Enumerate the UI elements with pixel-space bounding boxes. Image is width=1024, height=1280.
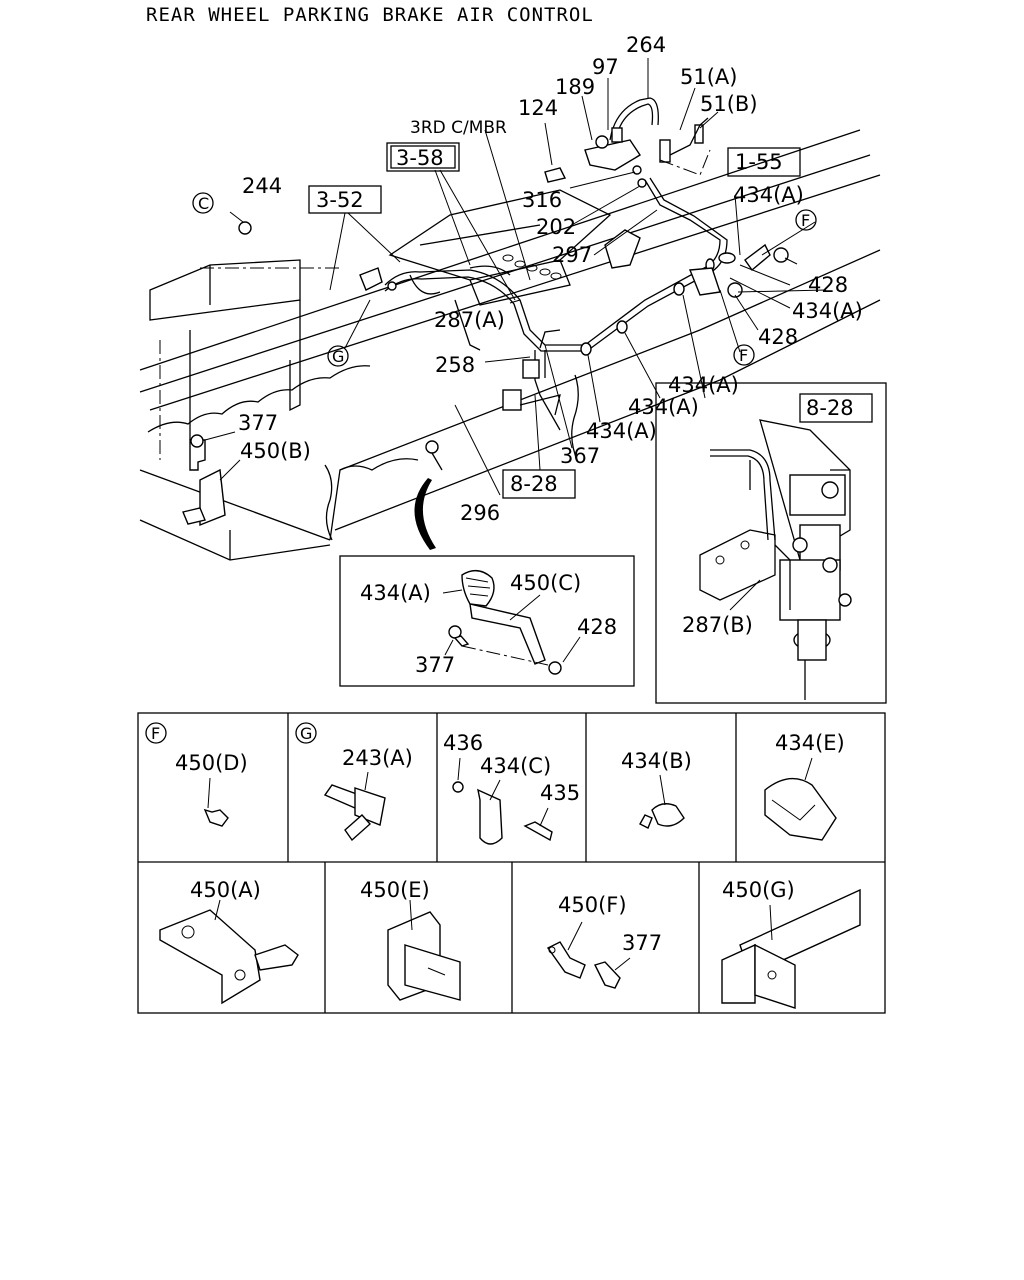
label-3rd-cmbr: 3RD C/MBR (410, 118, 507, 138)
cell-c-label-434c: 434(C) (480, 754, 551, 778)
cell-a450-label: 450(A) (190, 878, 261, 902)
cell-c-label-435: 435 (540, 781, 580, 805)
label-287a: 287(A) (434, 308, 505, 332)
cell-450a: 450(A) (159, 878, 299, 1005)
label-434a-5: 434(A) (586, 419, 657, 443)
cell-f450-label-377: 377 (622, 931, 662, 955)
cell-g450-label: 450(G) (722, 878, 795, 902)
circle-c: C (198, 194, 209, 213)
cell-f-circle: F (151, 724, 160, 743)
leader-lines (204, 58, 827, 496)
label-316: 316 (522, 188, 562, 212)
circle-f-1: F (801, 211, 810, 230)
detail-arrow (414, 478, 436, 550)
cell-g-label: 243(A) (342, 746, 413, 770)
parts-grid (137, 712, 886, 1014)
cell-g-circle: G (300, 724, 312, 743)
inset-label-450c: 450(C) (510, 571, 581, 595)
cell-450e: 450(E) (360, 878, 461, 1001)
cell-e450-label: 450(E) (360, 878, 430, 902)
inset-label-377: 377 (415, 653, 455, 677)
label-367: 367 (560, 444, 600, 468)
label-434a-2: 434(A) (792, 299, 863, 323)
cell-450g: 450(G) (721, 878, 861, 1009)
label-264: 264 (626, 33, 666, 57)
ref-1-55: 1-55 (735, 150, 783, 174)
ref-3-52: 3-52 (316, 188, 364, 212)
cell-243a: G 243(A) (295, 722, 413, 842)
valve-detail-inset: 8-28 287(B) (655, 382, 887, 704)
inset-label-287b: 287(B) (682, 613, 753, 637)
ref-3-58: 3-58 (396, 146, 444, 170)
cell-e-label: 434(E) (775, 731, 845, 755)
cell-b-label: 434(B) (621, 749, 692, 773)
circle-refs: C G F F (192, 192, 817, 367)
label-434a-3: 434(A) (668, 373, 739, 397)
relay-valve-assembly (182, 117, 789, 527)
circle-f-2: F (739, 346, 748, 365)
label-297: 297 (552, 243, 592, 267)
label-450b: 450(B) (240, 439, 311, 463)
label-202: 202 (536, 215, 576, 239)
cell-434c: 436 434(C) 435 (443, 731, 580, 845)
cell-c-label-436: 436 (443, 731, 483, 755)
cell-434e: 434(E) (764, 731, 845, 841)
inset-ref-8-28: 8-28 (806, 396, 854, 420)
label-244: 244 (242, 174, 282, 198)
label-434a-4: 434(A) (628, 395, 699, 419)
label-124: 124 (518, 96, 558, 120)
label-434a-1: 434(A) (733, 183, 804, 207)
label-97: 97 (592, 55, 619, 79)
diagram-title: REAR WHEEL PARKING BRAKE AIR CONTROL (146, 4, 594, 26)
cell-f450-label: 450(F) (558, 893, 627, 917)
label-296: 296 (460, 501, 500, 525)
inset-label-434a: 434(A) (360, 581, 431, 605)
label-51b: 51(B) (700, 92, 758, 116)
inset-label-428: 428 (577, 615, 617, 639)
boxed-refs: 3-58 3-52 1-55 8-28 (308, 142, 801, 499)
label-428-2: 428 (758, 325, 798, 349)
ref-8-28-main: 8-28 (510, 472, 558, 496)
label-428-1: 428 (808, 273, 848, 297)
cell-450f: 450(F) 377 (546, 893, 662, 989)
label-51a: 51(A) (680, 65, 737, 89)
clamp-detail-inset: 434(A) 450(C) 428 377 (339, 555, 635, 687)
cell-f-label: 450(D) (175, 751, 248, 775)
circle-g: G (332, 347, 344, 366)
cell-450d: F 450(D) (145, 722, 248, 827)
label-377: 377 (238, 411, 278, 435)
part-labels: 264 97 189 51(A) 51(B) 124 3RD C/MBR 244… (238, 33, 863, 525)
label-258: 258 (435, 353, 475, 377)
cell-434b: 434(B) (621, 749, 692, 829)
label-189: 189 (555, 75, 595, 99)
